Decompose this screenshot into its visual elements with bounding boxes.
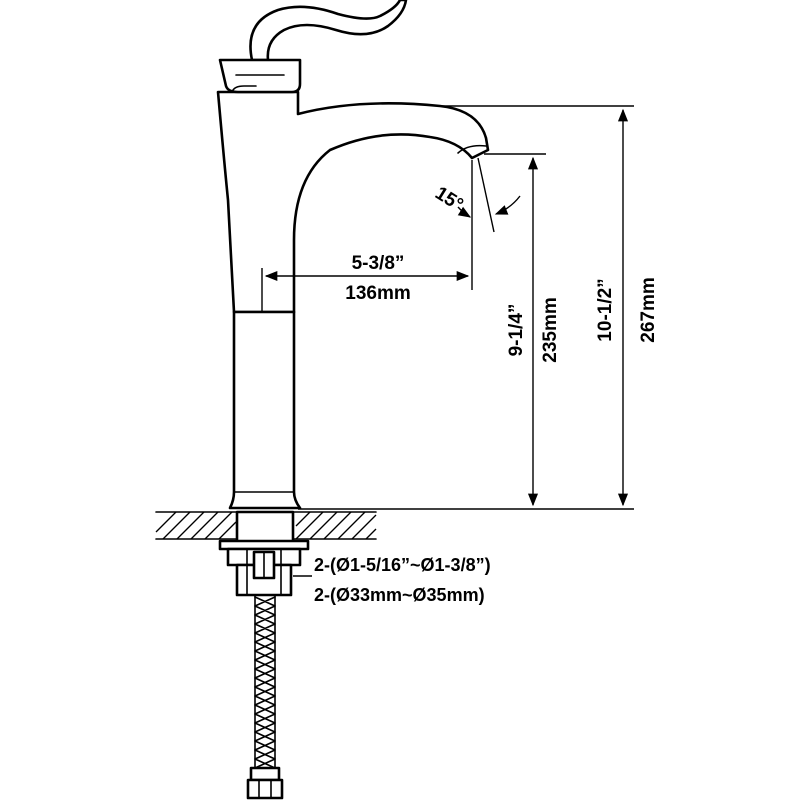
lever-handle bbox=[218, 0, 408, 94]
spout-height-mm-label: 235mm bbox=[540, 297, 561, 363]
countertop-hatching bbox=[155, 511, 377, 540]
hole-diameter-inch-label: 2-(Ø1-5/16”~Ø1-3/8”) bbox=[314, 555, 491, 575]
dimension-spout-angle: 15° bbox=[431, 157, 521, 233]
dimension-spout-reach: 5-3/8” 136mm bbox=[261, 160, 473, 312]
countertop bbox=[155, 511, 377, 540]
spout-reach-inch-label: 5-3/8” bbox=[352, 253, 405, 274]
spout-height-inch-label: 9-1/4” bbox=[506, 304, 527, 357]
faucet-body bbox=[216, 90, 490, 510]
supply-hose bbox=[246, 594, 284, 800]
dimension-spout-height: 9-1/4” 235mm bbox=[484, 153, 561, 507]
spout-reach-mm-label: 136mm bbox=[345, 283, 411, 304]
hole-diameter-mm-label: 2-(Ø33mm~Ø35mm) bbox=[314, 585, 485, 605]
mounting-shank bbox=[218, 510, 310, 597]
total-height-mm-label: 267mm bbox=[638, 277, 659, 343]
dimension-total-height: 10-1/2” 267mm bbox=[298, 105, 659, 510]
total-height-inch-label: 10-1/2” bbox=[595, 278, 616, 341]
dimension-mounting-hole: 2-(Ø1-5/16”~Ø1-3/8”) 2-(Ø33mm~Ø35mm) bbox=[293, 555, 491, 605]
